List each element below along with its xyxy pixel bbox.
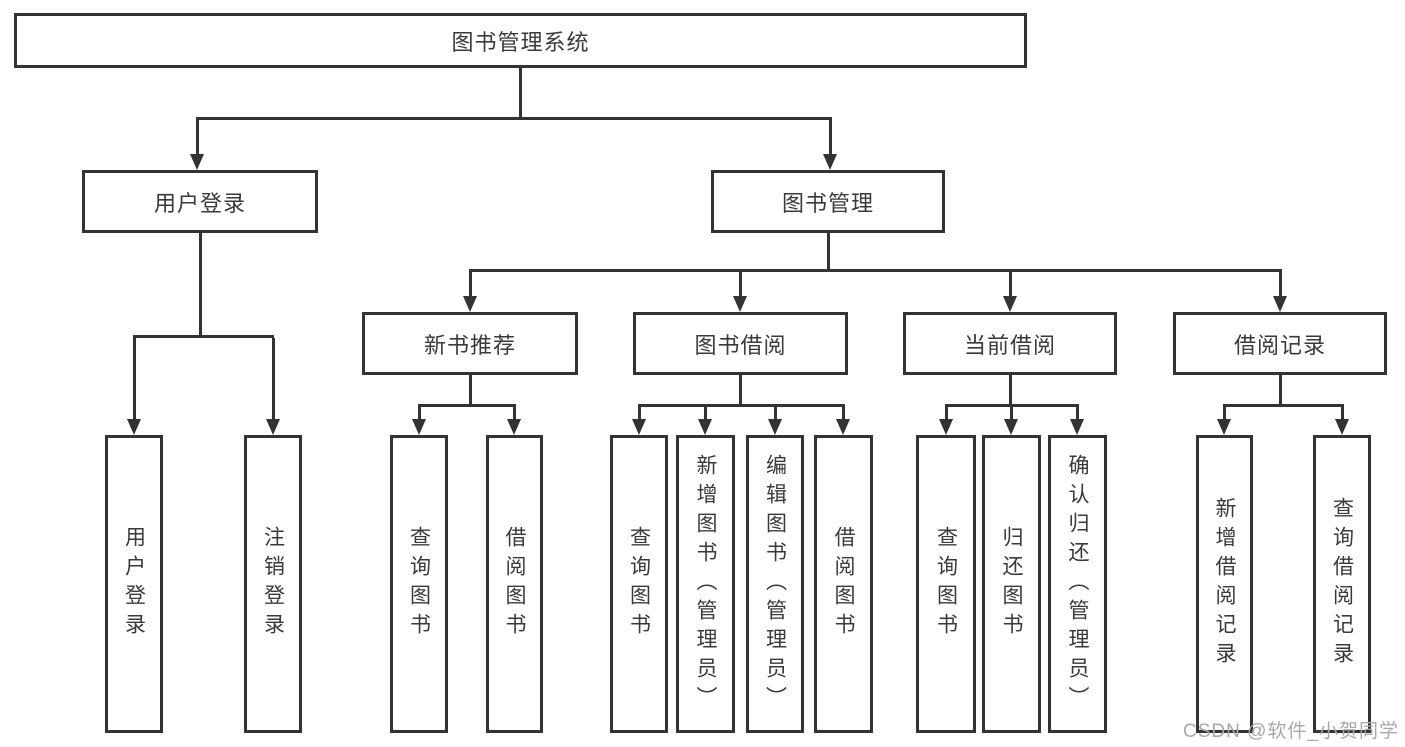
connector-user-login-hline [133, 335, 274, 338]
arrow-bb-leaf4-icon [836, 419, 850, 435]
node-new-book-recommend: 新书推荐 [362, 312, 578, 375]
arrow-to-book-mgmt-icon [823, 154, 837, 170]
connector-bb-leaf4 [842, 407, 845, 421]
connector-nb-leaf1 [418, 407, 421, 421]
connector-records-stem [1279, 375, 1282, 406]
connector-new-books-hline [418, 404, 516, 407]
csdn-watermark: CSDN @软件_小贺同学 [1183, 721, 1399, 742]
leaf-query-books-3: 查询图书 [916, 435, 976, 733]
connector-to-user-login [196, 120, 199, 156]
leaf-add-borrow-record-label: 新增借阅记录 [1213, 497, 1236, 671]
connector-level2-hline [469, 269, 1282, 272]
leaf-logout: 注销登录 [244, 435, 302, 733]
arrow-bb-leaf1-icon [632, 419, 646, 435]
connector-to-book-mgmt [829, 120, 832, 156]
arrow-br-leaf1-icon [1217, 419, 1231, 435]
leaf-borrow-books-2-label: 借阅图书 [832, 526, 855, 642]
leaf-add-books-admin-label: 新增图书（管理员） [694, 453, 717, 715]
leaf-edit-books-admin: 编辑图书（管理员） [746, 435, 804, 733]
leaf-borrow-books-2: 借阅图书 [814, 435, 873, 733]
leaf-borrow-books-1: 借阅图书 [486, 435, 543, 733]
connector-root-stem [519, 68, 522, 119]
leaf-logout-label: 注销登录 [261, 526, 285, 642]
leaf-add-borrow-record: 新增借阅记录 [1196, 435, 1253, 733]
connector-cb-leaf2 [1010, 407, 1013, 421]
leaf-edit-books-admin-label: 编辑图书（管理员） [763, 453, 787, 715]
connector-borrowing-stem [739, 375, 742, 406]
arrow-to-records-icon [1273, 296, 1287, 312]
arrow-to-user-login-icon [190, 154, 204, 170]
connector-to-leaf-login [133, 338, 136, 419]
connector-to-records [1279, 272, 1282, 298]
connector-to-new-books [469, 272, 472, 298]
leaf-confirm-return-admin: 确认归还（管理员） [1048, 435, 1107, 733]
node-root-library-system: 图书管理系统 [14, 13, 1027, 68]
connector-cb-leaf3 [1076, 407, 1079, 421]
connector-nb-leaf2 [513, 407, 516, 421]
connector-book-mgmt-stem [827, 233, 830, 271]
connector-to-borrowing [739, 272, 742, 298]
arrow-to-current-icon [1003, 296, 1017, 312]
connector-records-hline [1223, 404, 1344, 407]
arrow-cb-leaf1-icon [939, 419, 953, 435]
arrow-bb-leaf3-icon [768, 419, 782, 435]
leaf-add-books-admin: 新增图书（管理员） [676, 435, 735, 733]
leaf-query-books-1-label: 查询图书 [407, 526, 431, 642]
connector-user-login-stem [199, 233, 202, 336]
connector-new-books-stem [469, 375, 472, 406]
leaf-query-borrow-record-label: 查询借阅记录 [1330, 497, 1354, 671]
node-book-management: 图书管理 [711, 170, 945, 233]
connector-br-leaf1 [1223, 407, 1226, 421]
leaf-query-books-2: 查询图书 [610, 435, 668, 733]
connector-current-hline [945, 404, 1079, 407]
connector-to-current [1009, 272, 1012, 298]
arrow-cb-leaf2-icon [1004, 419, 1018, 435]
leaf-query-borrow-record: 查询借阅记录 [1313, 435, 1371, 733]
leaf-borrow-books-1-label: 借阅图书 [503, 526, 526, 642]
arrow-to-borrowing-icon [733, 296, 747, 312]
connector-bb-leaf2 [704, 407, 707, 421]
connector-current-stem [1009, 375, 1012, 406]
leaf-query-books-3-label: 查询图书 [934, 526, 958, 642]
leaf-user-login-label: 用户登录 [122, 526, 146, 642]
node-book-borrowing: 图书借阅 [633, 312, 848, 375]
arrow-br-leaf2-icon [1335, 419, 1349, 435]
node-current-borrowing: 当前借阅 [903, 312, 1117, 375]
node-user-login: 用户登录 [82, 170, 318, 233]
leaf-query-books-2-label: 查询图书 [627, 526, 651, 642]
leaf-return-books-label: 归还图书 [1000, 526, 1023, 642]
leaf-query-books-1: 查询图书 [390, 435, 448, 733]
arrow-nb-leaf1-icon [412, 419, 426, 435]
leaf-confirm-return-admin-label: 确认归还（管理员） [1066, 453, 1089, 715]
connector-borrowing-hline [638, 404, 845, 407]
leaf-user-login: 用户登录 [105, 435, 163, 733]
arrow-cb-leaf3-icon [1070, 419, 1084, 435]
connector-br-leaf2 [1341, 407, 1344, 421]
arrow-to-new-books-icon [463, 296, 477, 312]
node-borrowing-records: 借阅记录 [1173, 312, 1387, 375]
leaf-return-books: 归还图书 [982, 435, 1041, 733]
connector-to-leaf-logout [272, 338, 275, 419]
connector-level1-hline [196, 117, 832, 120]
arrow-nb-leaf2-icon [507, 419, 521, 435]
arrow-to-leaf-login-icon [127, 419, 141, 435]
connector-bb-leaf1 [638, 407, 641, 421]
connector-cb-leaf1 [945, 407, 948, 421]
arrow-bb-leaf2-icon [698, 419, 712, 435]
connector-bb-leaf3 [774, 407, 777, 421]
arrow-to-leaf-logout-icon [266, 419, 280, 435]
